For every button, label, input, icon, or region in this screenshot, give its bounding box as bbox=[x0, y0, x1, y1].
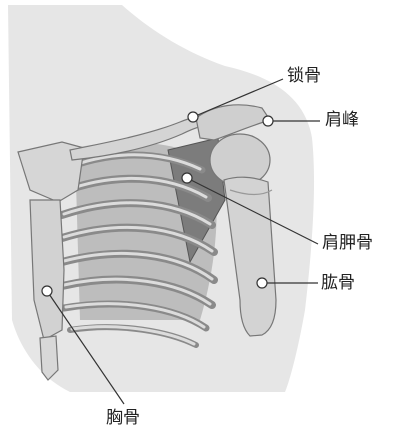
label-scapula: 肩胛骨 bbox=[322, 235, 373, 252]
clavicle-marker bbox=[188, 112, 198, 122]
scapula-marker bbox=[182, 173, 192, 183]
label-sternum: 胸骨 bbox=[106, 410, 140, 427]
label-clavicle: 锁骨 bbox=[287, 68, 321, 85]
sternum-marker bbox=[42, 286, 52, 296]
label-humerus: 肱骨 bbox=[321, 275, 355, 292]
label-acromion: 肩峰 bbox=[325, 112, 359, 129]
acromion-marker bbox=[263, 116, 273, 126]
humerus-marker bbox=[257, 278, 267, 288]
